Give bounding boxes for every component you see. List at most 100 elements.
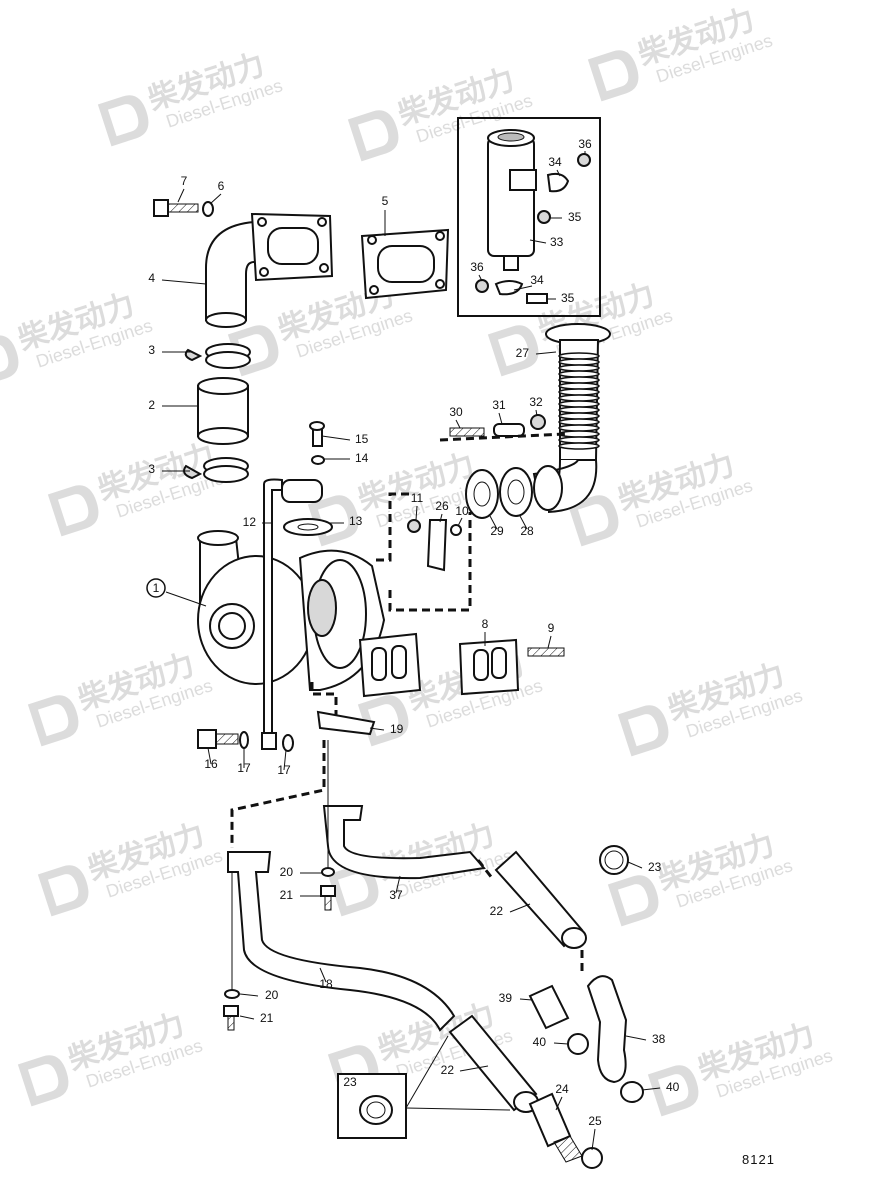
callout-leader-line	[209, 193, 222, 205]
callout-leader-line	[239, 1015, 255, 1020]
callout-label-11: 11	[411, 491, 424, 505]
callout-label-10: 10	[455, 504, 469, 518]
callout-label-36: 36	[470, 260, 484, 274]
banjo-fittings	[197, 729, 294, 752]
callout-leader-line	[478, 274, 483, 282]
callout-leader-line	[535, 351, 557, 355]
callout-leader-line	[161, 279, 207, 285]
callout-leader-line	[369, 727, 385, 731]
rubber-hose-lower	[448, 1014, 538, 1112]
callout-label-17: 17	[237, 761, 251, 775]
callout-label-22: 22	[441, 1063, 455, 1077]
callout-label-23: 23	[343, 1075, 357, 1089]
turbine-flange-and-gasket	[358, 632, 565, 698]
callout-label-3: 3	[148, 343, 155, 357]
callout-label-21: 21	[260, 1011, 274, 1025]
callout-label-35: 35	[568, 210, 582, 224]
callout-label-12: 12	[243, 515, 257, 529]
callout-leader-line	[529, 239, 547, 244]
callout-label-34: 34	[548, 155, 562, 169]
callout-label-40: 40	[666, 1080, 680, 1094]
callout-label-33: 33	[550, 235, 564, 249]
callout-label-26: 26	[435, 499, 449, 513]
callout-label-21: 21	[280, 888, 294, 902]
oil-return-gasket	[316, 710, 376, 736]
callout-leader-line	[556, 169, 561, 177]
callout-leader-line	[415, 505, 418, 521]
callout-leader-line	[627, 861, 643, 869]
callout-label-13: 13	[349, 514, 363, 528]
callout-leader-line	[519, 998, 533, 1001]
callout-label-40: 40	[533, 1035, 547, 1049]
callout-leader-line	[489, 515, 498, 530]
callout-leader-line	[283, 749, 287, 771]
callout-leader-line	[555, 1096, 563, 1111]
callout-leader-line	[165, 591, 207, 607]
assembly-dashed-lines	[230, 432, 584, 990]
callout-label-32: 32	[529, 395, 543, 409]
callout-label-6: 6	[218, 179, 225, 193]
connectors-39-24-25	[528, 984, 603, 1169]
callout-label-4: 4	[148, 271, 155, 285]
callout-circle	[146, 578, 166, 598]
callout-label-20: 20	[265, 988, 279, 1002]
callout-label-15: 15	[355, 432, 369, 446]
callout-leader-line	[625, 1035, 647, 1041]
inset-frame	[457, 117, 601, 317]
callout-leader-line	[553, 1042, 569, 1045]
callout-leader-line	[455, 419, 461, 429]
flange-gasket	[360, 228, 450, 300]
oil-line-fittings	[309, 421, 325, 465]
callout-leader-line	[547, 635, 552, 649]
callout-leader-line	[439, 513, 443, 523]
bolt-and-washer	[153, 199, 214, 217]
callout-label-3: 3	[148, 462, 155, 476]
callout-label-34: 34	[530, 273, 544, 287]
callout-label-27: 27	[516, 346, 530, 360]
callout-label-29: 29	[490, 524, 504, 538]
callout-label-14: 14	[355, 451, 369, 465]
callout-label-22: 22	[490, 904, 504, 918]
exhaust-elbow	[205, 212, 334, 328]
callout-label-2: 2	[148, 398, 155, 412]
inset-canister	[475, 129, 591, 304]
callout-leader-line	[519, 515, 528, 530]
callout-label-39: 39	[499, 991, 513, 1005]
callout-leader-line	[513, 285, 533, 291]
callout-leader-line	[239, 993, 259, 997]
callout-label-31: 31	[492, 398, 506, 412]
mount-bracket	[407, 519, 462, 572]
callout-leader-line	[498, 412, 503, 425]
callout-label-9: 9	[548, 621, 555, 635]
callout-label-18: 18	[319, 977, 333, 991]
callout-leader-line	[591, 1128, 596, 1151]
hose-clamp-upper	[599, 845, 629, 875]
oil-return-pipe-37	[322, 805, 486, 880]
callout-leader-line	[319, 967, 327, 983]
callout-leader-line	[641, 1087, 661, 1091]
drawing-number: 8121	[742, 1152, 775, 1167]
callout-label-17: 17	[277, 763, 291, 777]
callout-label-24: 24	[555, 1082, 569, 1096]
elbow-pipe-38	[586, 975, 628, 1084]
callout-leader-line	[509, 903, 531, 913]
callout-label-23: 23	[648, 860, 662, 874]
callout-leader-line	[535, 409, 538, 417]
callout-label-38: 38	[652, 1032, 666, 1046]
callout-leader-line	[177, 188, 185, 203]
callout-label-30: 30	[449, 405, 463, 419]
oil-return-pipe-18	[227, 851, 456, 1032]
callout-leader-line	[457, 517, 463, 527]
